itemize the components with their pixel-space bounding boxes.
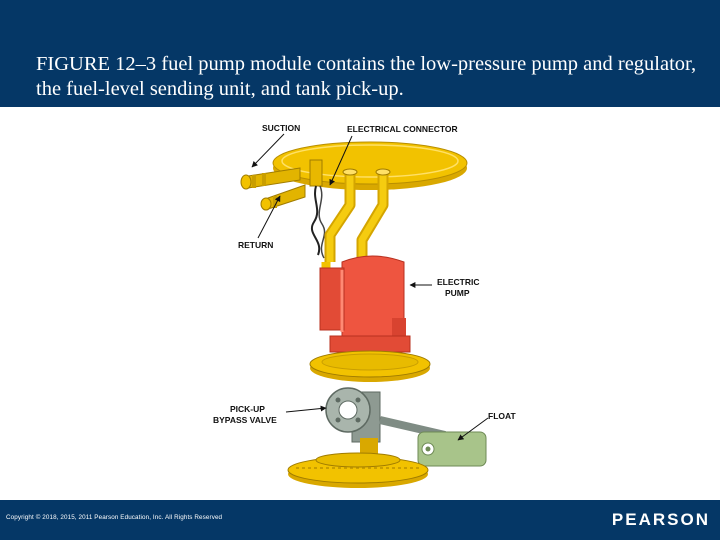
label-pickup-line1: PICK-UP	[230, 404, 265, 414]
leader-arrows	[251, 133, 489, 441]
electric-pump	[319, 255, 411, 353]
label-suction: SUCTION	[262, 123, 300, 133]
label-electrical-connector: ELECTRICAL CONNECTOR	[347, 124, 458, 134]
electrical-connector	[309, 159, 326, 259]
label-electric-pump-line2: PUMP	[445, 288, 470, 298]
label-pickup-line2: BYPASS VALVE	[213, 415, 277, 425]
float-assembly	[379, 416, 487, 467]
label-return: RETURN	[238, 240, 273, 250]
fuel-pump-module-illustration: SUCTION ELECTRICAL CONNECTOR RETURN ELEC…	[213, 123, 517, 488]
fuel-tubes	[321, 168, 391, 290]
label-electric-pump-line1: ELECTRIC	[437, 277, 480, 287]
top-flange	[272, 141, 468, 190]
pickup-bypass-valve	[325, 387, 381, 443]
label-float: FLOAT	[488, 411, 517, 421]
copyright-text: Copyright © 2018, 2015, 2011 Pearson Edu…	[6, 514, 223, 521]
title-bar	[0, 0, 720, 107]
hose-fittings	[240, 167, 306, 211]
pearson-logo: PEARSON	[611, 510, 710, 529]
footer-bar	[0, 500, 720, 540]
tank-pickup-strainer	[287, 438, 429, 488]
pump-base-ring	[309, 350, 431, 382]
slide-title: FIGURE 12–3 fuel pump module contains th…	[36, 53, 697, 100]
